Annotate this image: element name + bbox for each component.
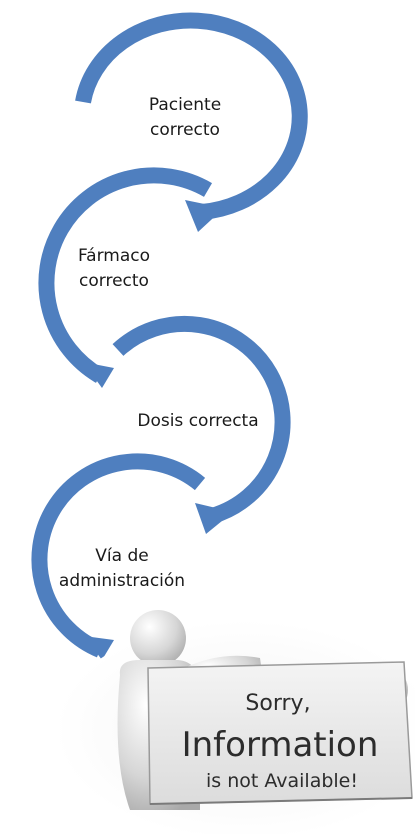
arrowhead-4 (84, 636, 114, 660)
sign-line-1: Sorry, (245, 691, 310, 716)
figure-head (130, 610, 186, 666)
circular-arrow-4 (31, 453, 206, 660)
step-label-dosis: Dosis correcta (118, 409, 278, 434)
arrowhead-2 (83, 362, 114, 388)
step-4-line-1: Vía de (95, 546, 149, 566)
step-4-line-2: administración (58, 571, 186, 591)
circular-arrow-3 (112, 315, 291, 534)
step-1-line-1: Paciente (148, 95, 222, 115)
info-unavailable-placeholder: Sorry, Information is not Available! (55, 610, 415, 834)
step-2-line-1: Fármaco (77, 246, 151, 266)
circular-arrow-2 (38, 167, 213, 388)
circular-arrow-1 (75, 12, 308, 232)
step-2-line-2: correcto (79, 271, 149, 291)
step-label-via: Vía de administración (42, 544, 202, 594)
sign-board (147, 661, 413, 805)
step-1-line-2: correcto (150, 120, 220, 140)
step-label-paciente: Paciente correcto (118, 93, 252, 143)
sign-line-2: Information (182, 725, 379, 765)
sign-line-3: is not Available! (206, 770, 358, 792)
step-label-farmaco: Fármaco correcto (52, 244, 176, 294)
arrowhead-1 (185, 200, 224, 232)
step-3-line-1: Dosis correcta (137, 411, 259, 431)
arrowhead-3 (195, 503, 233, 534)
